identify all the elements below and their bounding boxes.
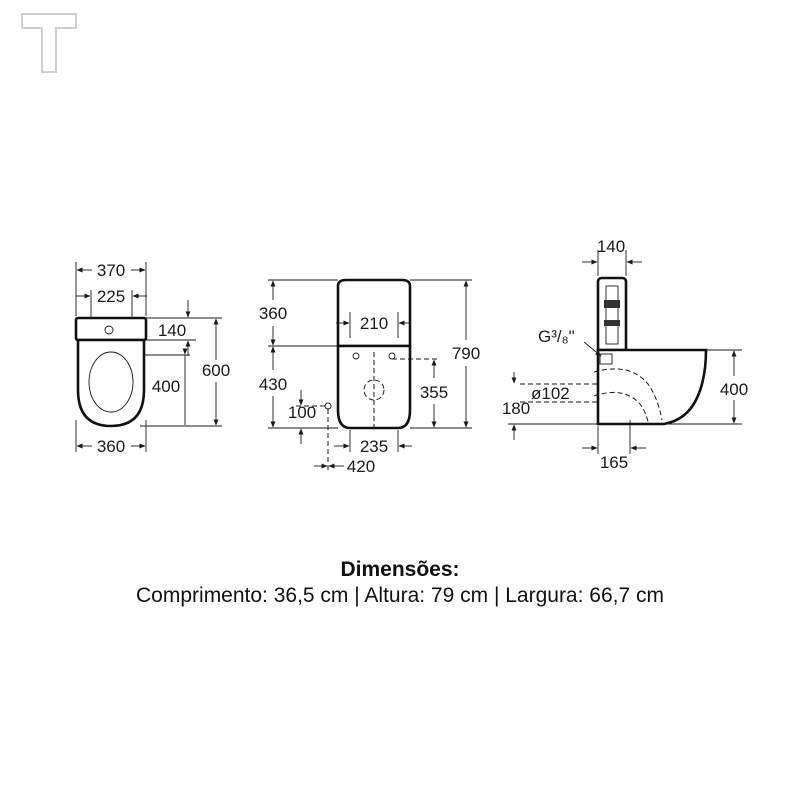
dim-side-180: 180 xyxy=(502,399,530,418)
dim-front-790: 790 xyxy=(452,344,480,363)
dim-side-diameter: ø102 xyxy=(531,384,570,403)
brand-logo: T xyxy=(21,13,77,73)
dim-side-thread: G³/₈" xyxy=(538,327,575,346)
dim-side-140: 140 xyxy=(597,237,625,256)
caption-specs: Comprimento: 36,5 cm | Altura: 79 cm | L… xyxy=(136,584,664,607)
caption-title: Dimensões: xyxy=(340,558,460,581)
dim-front-430: 430 xyxy=(259,375,287,394)
dim-front-355: 355 xyxy=(420,383,448,402)
dim-front-235: 235 xyxy=(360,437,388,456)
dim-front-360: 360 xyxy=(259,304,287,323)
dim-side-400: 400 xyxy=(720,380,748,399)
side-view: 140 G³/₈" ø102 180 400 165 xyxy=(502,237,748,472)
dim-front-210: 210 xyxy=(360,314,388,333)
dim-side-165: 165 xyxy=(600,453,628,472)
dim-top-370: 370 xyxy=(97,261,125,280)
dim-top-360: 360 xyxy=(97,437,125,456)
dim-front-100: 100 xyxy=(288,403,316,422)
top-view: 370 225 140 400 600 360 xyxy=(74,261,230,456)
dim-top-400: 400 xyxy=(152,377,180,396)
front-view: 360 210 790 430 355 100 235 xyxy=(259,278,480,476)
dim-top-140: 140 xyxy=(158,321,186,340)
dim-top-225: 225 xyxy=(97,287,125,306)
dim-top-600: 600 xyxy=(202,361,230,380)
dim-front-420: 420 xyxy=(347,457,375,476)
